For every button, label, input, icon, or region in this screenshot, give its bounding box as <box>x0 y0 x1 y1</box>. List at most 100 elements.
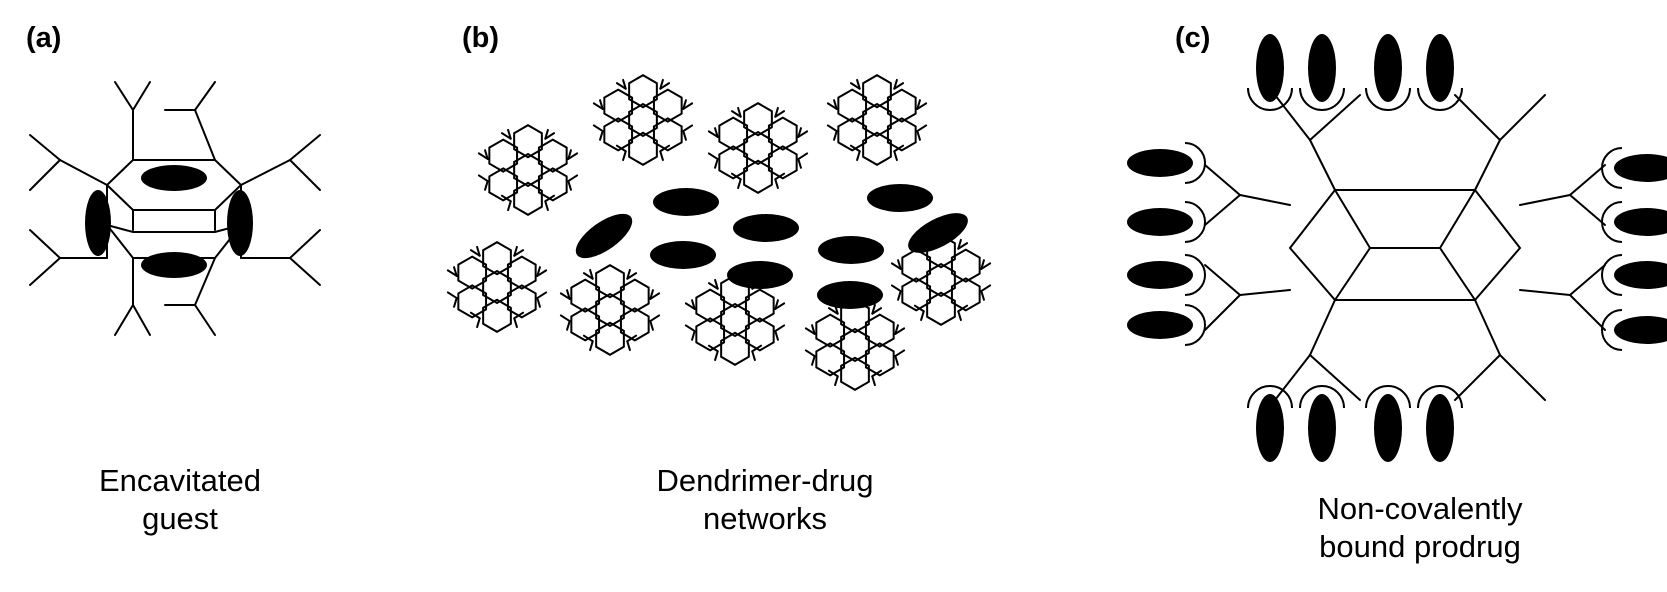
caption-line: Encavitated <box>99 463 261 498</box>
hex-cell <box>619 278 650 313</box>
fork-line <box>826 102 838 110</box>
caption-line: Dendrimer-drug <box>656 463 874 498</box>
drug-molecule <box>908 213 968 253</box>
branch-line <box>1439 247 1476 301</box>
mini-dendrimer <box>707 102 809 194</box>
fork-line <box>871 369 883 378</box>
hex-cell <box>862 131 892 166</box>
fork-line <box>804 327 816 335</box>
fork-line <box>774 302 786 310</box>
drug-molecule <box>1127 311 1193 339</box>
fork-line <box>980 262 992 270</box>
branch-line <box>29 134 61 161</box>
fork-line <box>536 291 548 300</box>
branch-line <box>1309 299 1336 356</box>
hex-cell <box>864 313 895 348</box>
fork-line <box>916 124 928 133</box>
branch-line <box>1519 289 1571 296</box>
fork-line <box>774 324 786 333</box>
fork-line <box>589 268 594 280</box>
binding-arc <box>1365 87 1411 111</box>
fork-line <box>894 355 899 366</box>
core-hexagon <box>1288 189 1522 301</box>
binding-arc <box>1365 385 1411 409</box>
drug-molecule <box>1374 34 1402 102</box>
branch-line <box>29 229 61 259</box>
fork-line <box>536 297 541 308</box>
binding-arc <box>1601 254 1623 296</box>
fork-line <box>513 245 518 257</box>
drug-molecule <box>1614 316 1667 344</box>
hex-cell <box>950 277 981 312</box>
hex-cell <box>628 131 658 166</box>
fork-line <box>649 289 654 300</box>
drug-molecule <box>1426 34 1454 102</box>
mini-dendrimer <box>559 264 661 356</box>
branch-line <box>29 257 61 286</box>
fork-line <box>592 124 604 133</box>
cavity-mid <box>106 224 242 233</box>
fork-line <box>856 78 861 90</box>
fork-line <box>599 99 604 110</box>
drug-molecule <box>1308 394 1336 462</box>
fork-line <box>469 249 481 257</box>
fork-line <box>469 311 481 320</box>
fork-line <box>559 314 571 323</box>
fork-line <box>980 284 992 293</box>
fork-line <box>513 311 525 320</box>
fork-line <box>659 82 671 90</box>
fork-line <box>544 194 556 203</box>
fork-line <box>774 110 786 118</box>
fork-line <box>797 130 809 138</box>
drug-molecule <box>653 188 719 216</box>
fork-line <box>849 144 861 153</box>
fork-line <box>714 278 719 290</box>
binding-arc <box>1417 87 1463 111</box>
fork-line <box>684 302 696 310</box>
branch-line <box>1569 264 1606 296</box>
fork-line <box>826 124 838 133</box>
branch-line <box>1519 194 1571 206</box>
fork-line <box>833 99 838 110</box>
fork-line <box>589 340 594 352</box>
branch-line <box>59 159 108 186</box>
hex-cell <box>815 342 846 377</box>
hex-cell <box>595 321 625 356</box>
fork-line <box>834 375 839 387</box>
fork-line <box>649 320 654 331</box>
hex-cell <box>513 152 543 188</box>
fork-line <box>566 320 571 331</box>
caption-line: Non-covalently <box>1317 491 1523 526</box>
branch-line <box>1274 354 1311 401</box>
hex-cell <box>744 317 775 352</box>
fork-line <box>890 262 902 270</box>
fork-line <box>871 375 876 387</box>
fork-line <box>582 334 594 343</box>
hex-cell <box>837 117 868 152</box>
branch-line <box>1454 354 1501 401</box>
fork-line <box>691 299 696 310</box>
fork-line <box>626 340 631 352</box>
binding-arc <box>1601 201 1623 243</box>
branch-line <box>1454 94 1501 141</box>
fork-line <box>957 242 969 250</box>
branch-line <box>1204 194 1241 226</box>
fork-line <box>714 158 719 169</box>
hex-cell <box>886 88 917 123</box>
fork-line <box>626 334 638 343</box>
fork-line <box>916 102 928 110</box>
fork-line <box>682 124 694 133</box>
drug-molecule <box>817 281 883 309</box>
fork-line <box>707 344 719 353</box>
hex-cell <box>926 262 956 298</box>
branch-line <box>1499 94 1546 141</box>
fork-line <box>559 292 571 300</box>
panel-b-label: (b) <box>462 22 500 54</box>
binding-arc <box>1247 87 1293 111</box>
fork-line <box>453 266 458 277</box>
hex-cell <box>864 342 895 377</box>
fork-line <box>567 152 579 160</box>
branch-line <box>289 134 321 161</box>
hex-cell <box>628 74 658 109</box>
fork-line <box>774 172 786 181</box>
